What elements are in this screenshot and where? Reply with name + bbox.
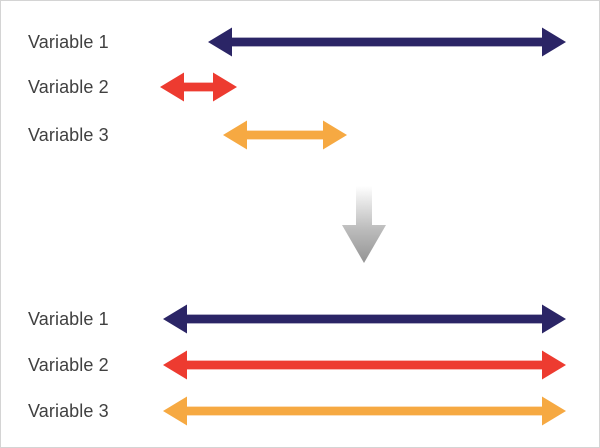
down-arrow-icon: [342, 186, 386, 263]
double-arrow-orange-bottom: [163, 396, 566, 426]
bottom-row-label-variable-1: Variable 1: [28, 309, 109, 329]
top-row-label-variable-1: Variable 1: [28, 32, 109, 52]
top-arrow-group: [160, 27, 566, 150]
transition-arrow-group: [342, 186, 386, 263]
bottom-arrow-group: [163, 304, 566, 426]
top-row-label-variable-2: Variable 2: [28, 77, 109, 97]
bottom-row-label-variable-3: Variable 3: [28, 401, 109, 421]
top-row-label-variable-3: Variable 3: [28, 125, 109, 145]
double-arrow-navy-top: [208, 27, 566, 57]
double-arrow-red-top: [160, 72, 237, 102]
double-arrow-red-bottom: [163, 350, 566, 380]
double-arrow-orange-top: [223, 120, 347, 150]
double-arrow-navy-bottom: [163, 304, 566, 334]
bottom-row-label-variable-2: Variable 2: [28, 355, 109, 375]
